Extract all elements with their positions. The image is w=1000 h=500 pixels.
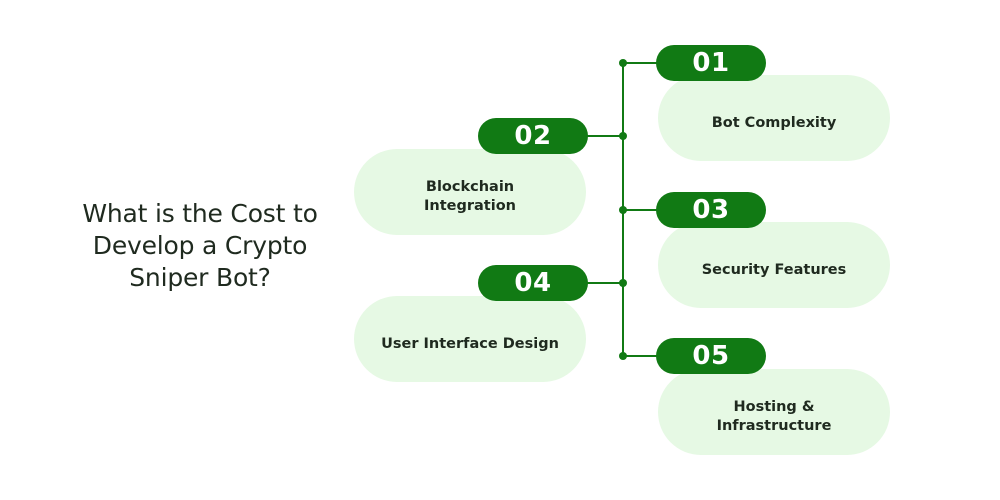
item-label-02: Blockchain Integration [424,179,516,214]
node-dot-04 [619,279,627,287]
item-label-04: User Interface Design [381,335,559,352]
diagram-title: What is the Cost to Develop a Crypto Sni… [60,198,340,294]
item-label-05-line-1: Hosting & [733,399,815,415]
item-label-03: Security Features [701,261,847,278]
title-line-2: Develop a Crypto [92,231,308,260]
item-badge-04: 04 [478,265,588,301]
node-dot-05 [619,352,627,360]
node-dot-03 [619,206,627,214]
node-dot-02 [619,132,627,140]
item-card-04: User Interface Design [354,296,586,382]
item-card-02: Blockchain Integration [354,149,586,235]
title-line-3: Sniper Bot? [129,263,271,292]
item-card-05: Hosting & Infrastructure [658,369,890,455]
item-label-05-line-2: Infrastructure [716,418,832,434]
item-badge-02: 02 [478,118,588,154]
item-card-03: Security Features [658,222,890,308]
item-badge-03: 03 [656,192,766,228]
item-badge-01: 01 [656,45,766,81]
item-badge-05: 05 [656,338,766,374]
item-card-01: Bot Complexity [658,75,890,161]
node-dot-01 [619,59,627,67]
title-line-1: What is the Cost to [82,199,318,228]
item-label-01: Bot Complexity [711,114,837,131]
